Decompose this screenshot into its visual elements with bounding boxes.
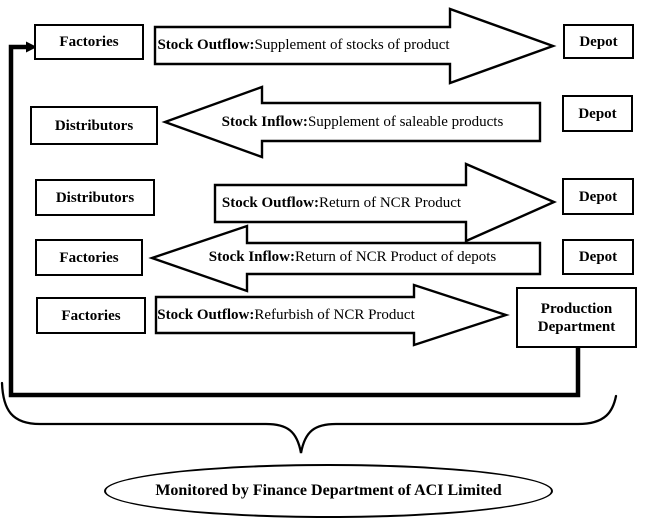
monitor-ellipse: Monitored by Finance Department of ACI L… — [104, 464, 553, 518]
flow-arrow-right-row1 — [153, 7, 557, 85]
curly-brace — [0, 381, 618, 454]
node-label: Factories — [59, 249, 119, 266]
node-distributors-row3: Distributors — [35, 179, 155, 216]
node-factories-row4: Factories — [35, 239, 143, 276]
node-depot-row3: Depot — [562, 178, 634, 215]
flow-arrow-left-row2 — [161, 85, 542, 159]
node-label: Depot — [578, 249, 618, 265]
node-distributors-row2: Distributors — [30, 106, 158, 145]
feedback-loop-arrowhead-icon — [26, 41, 37, 53]
node-label: Depot — [578, 105, 617, 122]
flow-arrow-right-row3 — [213, 162, 557, 243]
node-depot-row4: Depot — [562, 239, 634, 275]
flow-arrow-right-row5 — [154, 283, 510, 347]
node-depot-row1: Depot — [563, 24, 634, 59]
node-label: Factories — [59, 34, 119, 50]
node-label: Distributors — [55, 189, 135, 206]
node-label: Depot — [579, 33, 618, 50]
node-label: Factories — [61, 307, 121, 324]
node-depot-row2: Depot — [562, 95, 633, 132]
node-label: Depot — [578, 188, 618, 205]
flow-arrow-left-row4 — [148, 224, 542, 293]
node-label: Production Department — [537, 300, 616, 335]
node-production-department: Production Department — [516, 287, 637, 348]
feedback-loop-line — [8, 44, 581, 398]
node-factories-row1: Factories — [34, 24, 144, 60]
node-label: Distributors — [54, 117, 134, 134]
monitor-note: Monitored by Finance Department of ACI L… — [155, 482, 502, 499]
node-factories-row5: Factories — [36, 297, 146, 334]
